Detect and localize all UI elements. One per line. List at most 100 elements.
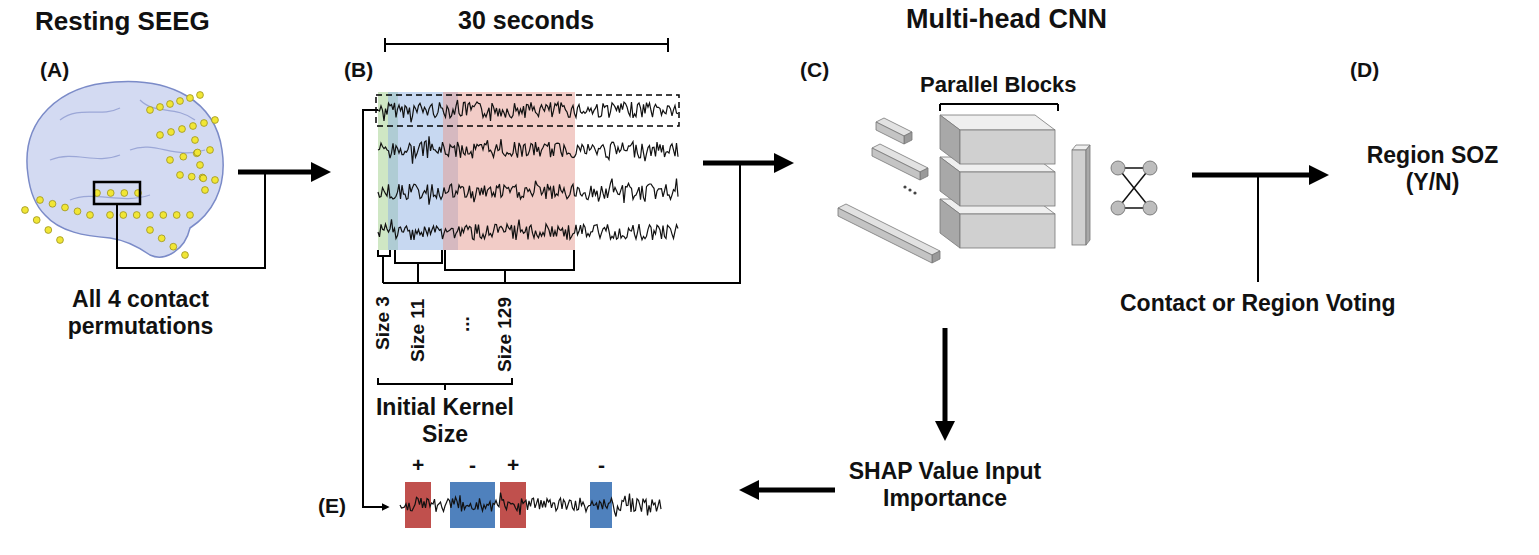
panel-letter-box: (D) (1350, 58, 1379, 83)
cnn-illustration (1057, 104, 1059, 111)
electrode-contacts (22, 92, 219, 259)
electrode-contacts (147, 107, 154, 114)
kernel-size-label-box: Size 11 (407, 299, 429, 362)
sign-label-box: - (598, 453, 605, 478)
seeg-traces-panel (378, 250, 390, 256)
electrode-contacts (160, 212, 167, 219)
seeg-traces-panel (385, 43, 668, 45)
selected-contacts-box (94, 182, 140, 204)
electrode-contacts (57, 237, 64, 244)
cnn-illustration (1118, 168, 1150, 208)
brain-illustration (27, 82, 223, 257)
cnn-illustration (1143, 161, 1157, 175)
electrode-contacts (49, 200, 56, 207)
shap-trace (400, 493, 661, 517)
kernel-size-label-box: Size 129 (494, 297, 516, 372)
connector-lines (117, 172, 322, 268)
cnn-illustration (1118, 168, 1150, 208)
brain-illustration (50, 100, 205, 200)
step-label: All 4 contact permutations (68, 286, 214, 339)
seeg-traces-panel (504, 270, 506, 283)
cnn-illustration (920, 168, 928, 180)
panel-letter: (A) (40, 58, 69, 81)
group-label: Parallel Blocks (920, 72, 1077, 97)
seeg-traces-panel (363, 38, 785, 507)
electrode-contacts (200, 175, 207, 182)
cnn-illustration (838, 204, 940, 255)
electrode-contacts (157, 104, 164, 111)
sign-label-box: + (412, 453, 424, 478)
seeg-traces-panel (382, 256, 384, 283)
seeg-traces-panel (378, 179, 678, 205)
connector-lines (943, 328, 948, 432)
electrode-contacts (190, 123, 197, 130)
step-label: SHAP Value Input Importance (849, 458, 1042, 511)
electrode-contacts (22, 207, 29, 214)
seeg-traces-panel (417, 263, 419, 283)
kernel-size-label-box: Size 3 (372, 296, 394, 350)
sign-label: + (507, 453, 519, 476)
panel-letter: (C) (800, 58, 829, 81)
electrode-contacts (45, 227, 52, 234)
cnn-illustration (872, 148, 920, 180)
electrode-contacts (167, 101, 174, 108)
panel-title: Multi-head CNN (906, 4, 1107, 34)
electrode-contacts (192, 137, 199, 144)
output-label-box: Region SOZ (Y/N) (1355, 142, 1510, 196)
duration-label: 30 seconds (458, 6, 594, 34)
sign-label: + (412, 453, 424, 476)
brain-illustration (22, 82, 224, 259)
sign-label-box: + (507, 453, 519, 478)
shap-trace (400, 482, 661, 528)
seeg-traces-panel (383, 164, 740, 283)
connector-lines (748, 488, 835, 493)
electrode-contacts (62, 204, 69, 211)
sign-label: - (598, 453, 605, 476)
seeg-traces-panel (445, 250, 574, 270)
cnn-illustration (1111, 201, 1125, 215)
cnn-illustration (960, 214, 1055, 248)
seeg-traces-panel (444, 384, 446, 390)
shap-trace (400, 493, 661, 517)
electrode-contacts (147, 212, 154, 219)
cnn-illustration (940, 199, 960, 248)
seeg-traces-panel (395, 250, 442, 263)
connector-lines (1257, 175, 1259, 282)
electrode-contacts (197, 162, 204, 169)
panel-letter-box: (B) (344, 58, 373, 83)
electrode-contacts (212, 117, 219, 124)
electrode-contacts (177, 172, 184, 179)
panel-letter-box: (C) (800, 58, 829, 83)
kernel-size-label: Size 11 (407, 299, 428, 362)
panel-letter: (E) (318, 494, 346, 517)
cnn-illustration (1086, 145, 1090, 245)
connector-lines (117, 173, 265, 268)
panel-title: Resting SEEG (35, 6, 210, 36)
seeg-traces-panel (384, 38, 386, 52)
cnn-illustration (838, 208, 932, 263)
electrode-contacts (193, 150, 200, 157)
electrode-contacts (201, 120, 208, 127)
seeg-traces-panel (376, 95, 679, 126)
electrode-contacts (133, 212, 140, 219)
seeg-traces-panel (378, 100, 678, 122)
shap-trace (500, 482, 526, 528)
output-label: Region SOZ (Y/N) (1367, 142, 1499, 195)
panel-title-box: Multi-head CNN (906, 4, 1107, 36)
electrode-contacts (147, 227, 154, 234)
sign-label: - (469, 453, 476, 476)
connector-lines (748, 175, 1320, 490)
electrode-contacts (212, 177, 219, 184)
electrode-contacts (170, 243, 177, 250)
connector-lines (238, 170, 322, 175)
electrode-contacts (74, 208, 81, 215)
cnn-illustration (960, 130, 1055, 164)
step-label-box: Initial Kernel Size (350, 394, 540, 448)
electrode-contacts (188, 173, 195, 180)
kernel-size-label: Size 3 (372, 296, 393, 350)
step-label-box: Contact or Region Voting (1120, 290, 1396, 317)
seeg-traces-panel (703, 161, 785, 166)
step-label: Initial Kernel Size (376, 394, 514, 447)
